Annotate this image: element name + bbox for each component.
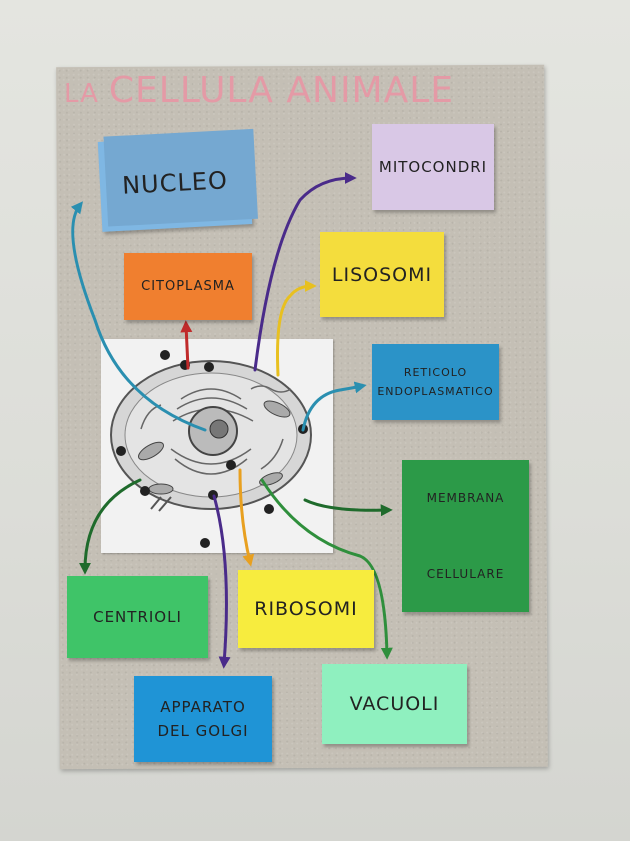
card-membrana-line2: CELLULARE <box>426 567 505 581</box>
card-mitocondri[interactable]: MITOCONDRI <box>372 124 494 210</box>
card-reticolo[interactable]: RETICOLO ENDOPLASMATICO <box>372 344 499 420</box>
card-lisosomi-label: LISOSOMI <box>331 263 433 286</box>
card-reticolo-line1: RETICOLO <box>403 366 468 379</box>
card-mitocondri-label: MITOCONDRI <box>378 158 488 176</box>
card-citoplasma-label: CITOPLASMA <box>141 279 235 294</box>
card-centrioli[interactable]: CENTRIOLI <box>67 576 208 658</box>
card-lisosomi[interactable]: LISOSOMI <box>320 232 444 317</box>
card-ribosomi[interactable]: RIBOSOMI <box>238 570 374 648</box>
card-membrana-line1: MEMBRANA <box>426 491 505 505</box>
card-golgi-line2: DEL GOLGI <box>157 722 249 740</box>
card-citoplasma[interactable]: CITOPLASMA <box>124 253 252 320</box>
card-vacuoli-label: VACUOLI <box>349 693 440 715</box>
card-nucleo-label: NUCLEO <box>121 166 229 200</box>
card-reticolo-line2: ENDOPLASMATICO <box>377 385 494 398</box>
card-nucleo[interactable]: NUCLEO <box>97 134 253 232</box>
card-vacuoli[interactable]: VACUOLI <box>322 664 467 744</box>
cell-diagram <box>101 339 333 553</box>
card-ribosomi-label: RIBOSOMI <box>254 598 358 620</box>
title-main: CELLULA ANIMALE <box>108 70 455 111</box>
card-membrana[interactable]: MEMBRANA CELLULARE <box>402 460 529 612</box>
cell-drawing <box>110 350 312 548</box>
card-centrioli-label: CENTRIOLI <box>93 608 182 626</box>
card-golgi[interactable]: APPARATO DEL GOLGI <box>134 676 272 762</box>
title-article: LA <box>64 79 99 109</box>
poster-title: LA CELLULA ANIMALE <box>64 70 504 120</box>
card-golgi-line1: APPARATO <box>160 698 246 716</box>
